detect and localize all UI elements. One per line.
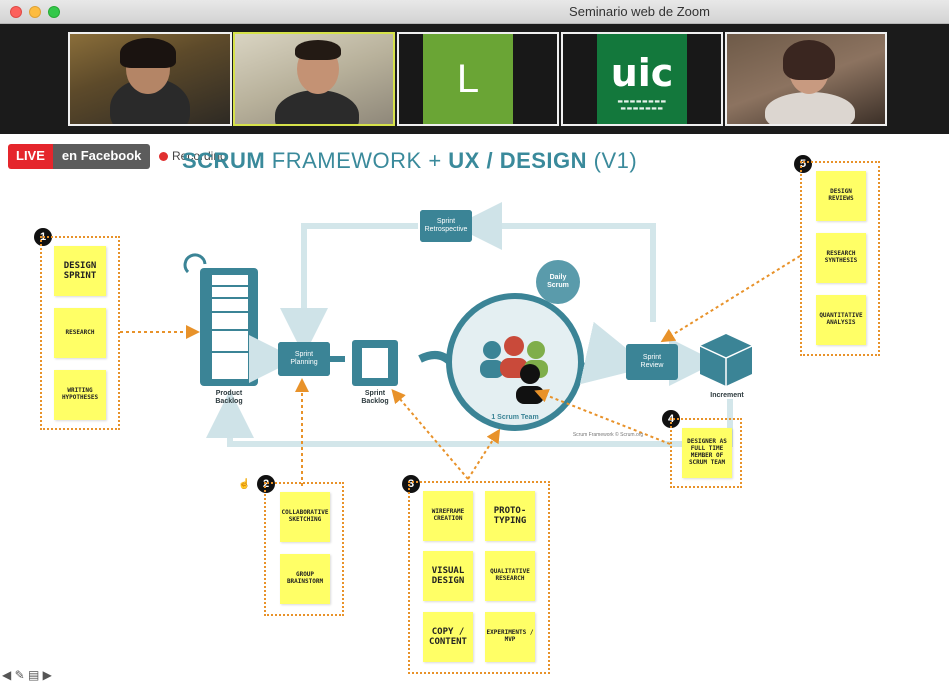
sticky-design-sprint: DESIGN SPRINT [54, 246, 106, 296]
window-title: Seminario web de Zoom [569, 4, 710, 19]
group-number-2: 2 [257, 475, 275, 493]
group-5-box: DESIGN REVIEWS RESEARCH SYNTHESIS QUANTI… [800, 161, 880, 356]
participant-strip: L uic ▬▬▬▬▬▬▬▬▬▬▬▬▬▬▬ [0, 24, 949, 134]
title-scrum: SCRUM [182, 148, 266, 173]
sticky-experiments-mvp: EXPERIMENTS / MVP [485, 612, 535, 662]
sticky-copy-content: COPY / CONTENT [423, 612, 473, 662]
participant-video-3[interactable]: L [397, 32, 559, 126]
window-titlebar: Seminario web de Zoom [0, 0, 949, 24]
live-platform: en Facebook [52, 144, 151, 169]
participant-video-1[interactable] [68, 32, 232, 126]
participant-video-2[interactable] [233, 32, 395, 126]
group-number-5: 5 [794, 155, 812, 173]
sticky-quantitative-analysis: QUANTITATIVE ANALYSIS [816, 295, 866, 345]
slide-title: SCRUM FRAMEWORK + UX / DESIGN (V1) [182, 148, 637, 174]
sticky-qualitative-research: QUALITATIVE RESEARCH [485, 551, 535, 601]
recording-dot-icon [159, 151, 168, 161]
live-badge[interactable]: LIVE en Facebook [8, 144, 151, 169]
sticky-visual-design: VISUAL DESIGN [423, 551, 473, 601]
notes-icon[interactable]: ▤ [27, 668, 40, 682]
sticky-writing-hypotheses: WRITING HYPOTHESES [54, 370, 106, 420]
scrum-team-label: 1 Scrum Team [491, 414, 539, 421]
sticky-research-synthesis: RESEARCH SYNTHESIS [816, 233, 866, 283]
group-1-box: DESIGN SPRINT RESEARCH WRITING HYPOTHESE… [40, 236, 120, 430]
minimize-window-button[interactable] [29, 6, 41, 18]
recording-label: Recording [172, 149, 227, 163]
group-number-3: 3 [402, 475, 420, 493]
group-4-box: DESIGNER AS FULL TIME MEMBER OF SCRUM TE… [670, 418, 742, 488]
group-2-box: COLLABORATIVE SKETCHING GROUP BRAINSTORM [264, 482, 344, 616]
forward-arrow-icon[interactable]: ▶ [42, 668, 52, 682]
annotation-toolbar: ◀ ✎ ▤ ▶ [2, 668, 52, 682]
mouse-cursor-icon: ☝ [238, 479, 251, 490]
increment-label: Increment [710, 392, 744, 399]
title-version: (V1) [587, 148, 638, 173]
participant-avatar: L [423, 34, 513, 124]
scrum-credit: Scrum Framework © Scrum.org [572, 432, 644, 438]
shared-screen: LIVE en Facebook Recording SCRUM FRAMEWO… [0, 134, 949, 682]
group-3-box: WIREFRAME CREATION PROTO-TYPING VISUAL D… [408, 481, 550, 674]
live-label: LIVE [8, 144, 53, 169]
sticky-research: RESEARCH [54, 308, 106, 358]
sticky-designer-full-time: DESIGNER AS FULL TIME MEMBER OF SCRUM TE… [682, 428, 732, 478]
title-framework: FRAMEWORK + [265, 148, 449, 173]
sticky-group-brainstorm: GROUP BRAINSTORM [280, 554, 330, 604]
title-ux-design: UX / DESIGN [448, 148, 588, 173]
uic-logo: uic ▬▬▬▬▬▬▬▬▬▬▬▬▬▬▬ [597, 34, 687, 124]
back-arrow-icon[interactable]: ◀ [2, 668, 12, 682]
maximize-window-button[interactable] [48, 6, 60, 18]
close-window-button[interactable] [10, 6, 22, 18]
scrum-diagram [120, 202, 801, 486]
participant-video-4[interactable]: uic ▬▬▬▬▬▬▬▬▬▬▬▬▬▬▬ [561, 32, 723, 126]
recording-indicator: Recording [159, 149, 227, 163]
sticky-wireframe-creation: WIREFRAME CREATION [423, 491, 473, 541]
pen-icon[interactable]: ✎ [14, 668, 25, 682]
sticky-collaborative-sketching: COLLABORATIVE SKETCHING [280, 492, 330, 542]
sticky-prototyping: PROTO-TYPING [485, 491, 535, 541]
participant-video-5[interactable] [725, 32, 887, 126]
sticky-design-reviews: DESIGN REVIEWS [816, 171, 866, 221]
